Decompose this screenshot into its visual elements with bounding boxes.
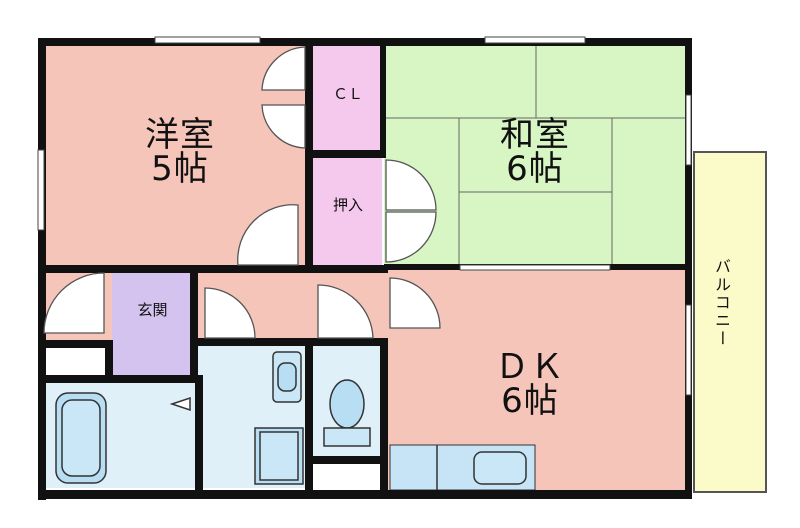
wall-bottom <box>38 490 692 499</box>
wall-entrance-storage <box>38 340 113 348</box>
wall-toilet-right <box>380 340 388 495</box>
toilet-tank <box>323 427 371 447</box>
door-swing-icon <box>261 46 306 91</box>
faucet-icon <box>169 396 191 412</box>
wall-toilet-bottom <box>310 456 385 464</box>
entrance-label: 玄関 <box>137 301 168 319</box>
balcony-label: バルコニー <box>712 258 731 348</box>
washbasin-bowl <box>277 362 297 392</box>
wall-entrance-right <box>190 273 198 378</box>
kitchen-sink-icon <box>473 451 527 485</box>
wall-wet-top <box>190 338 388 346</box>
tatami-lines <box>384 45 690 267</box>
door-swing-icon <box>261 104 306 149</box>
shoe-storage <box>46 348 104 375</box>
wall-bath-right <box>195 375 203 495</box>
wall-top <box>40 38 692 46</box>
washer-inner <box>259 431 299 481</box>
windows <box>37 36 692 396</box>
door-swing-icon <box>385 211 437 263</box>
western-room-label: 洋室 5帖 <box>145 115 215 189</box>
wall-wash-right <box>305 340 313 495</box>
fixtures <box>55 351 527 490</box>
entrance-fill <box>112 273 194 377</box>
wall-entrance-storage-right <box>105 340 113 380</box>
door-swing-icon <box>317 284 374 339</box>
wall-closet-between <box>305 150 385 158</box>
wall-closet-right <box>380 38 386 158</box>
toilet-icon <box>329 379 365 429</box>
door-swing-icon <box>385 159 437 211</box>
wall-mid-horizontal <box>38 265 388 273</box>
door-swing-icon <box>204 287 256 339</box>
dk-room-label: ＤＫ 6帖 <box>495 347 565 421</box>
door-swing-icon <box>43 272 105 334</box>
door-swings <box>43 46 441 339</box>
door-swing-icon <box>389 277 441 329</box>
closet-fill <box>312 45 382 150</box>
japanese-room-label: 和室 6帖 <box>500 115 570 189</box>
door-swing-icon <box>237 204 299 266</box>
oshiire-fill <box>312 155 382 267</box>
balcony-fill <box>693 151 767 493</box>
oshiire-label: 押入 <box>332 196 363 214</box>
bathtub-inner <box>61 399 101 477</box>
closet-label: ＣＬ <box>332 85 363 103</box>
wall-bath-top <box>38 375 198 383</box>
